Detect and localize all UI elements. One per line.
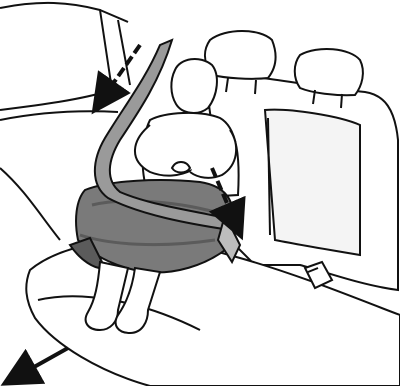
vehicle-front-arrow	[18, 348, 68, 376]
